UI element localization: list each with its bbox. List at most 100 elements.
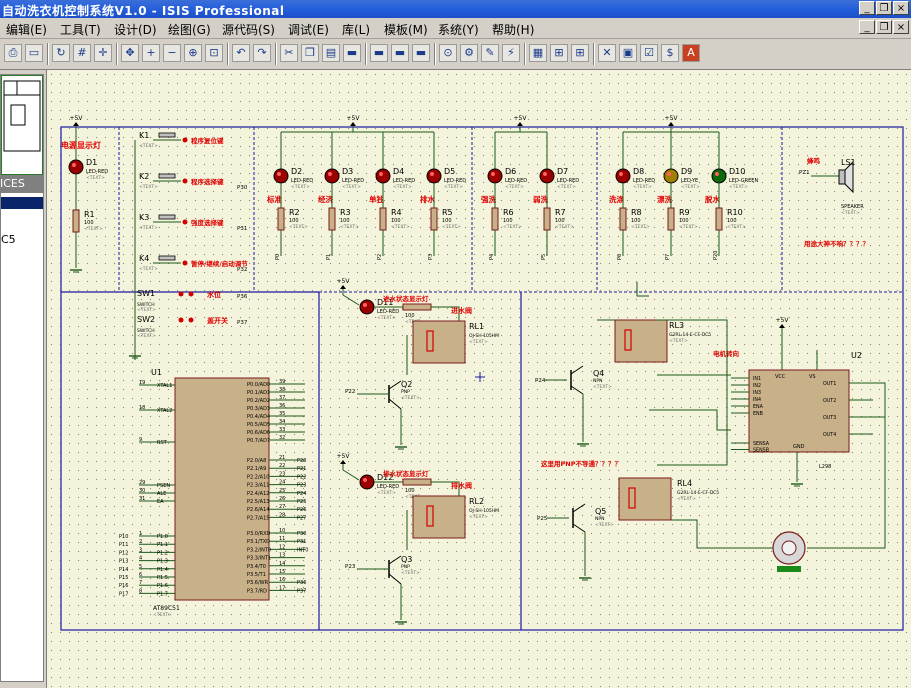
relay-ref: RL3: [669, 321, 684, 330]
relay-ref: RL1: [469, 322, 484, 331]
switch-contact: [188, 317, 194, 323]
cut-icon[interactable]: ✂: [280, 44, 298, 62]
area-icon[interactable]: ▭: [25, 44, 43, 62]
mdi-close-button[interactable]: ×: [893, 20, 909, 34]
paste-icon[interactable]: ▤: [322, 44, 340, 62]
power-label: +5V: [665, 115, 679, 122]
resistor-value: 100: [391, 218, 401, 224]
led-highlight: [72, 163, 76, 167]
menu-debug[interactable]: 调试(E): [288, 23, 329, 37]
net-label: P7: [665, 254, 671, 260]
led-model: LED-RED: [291, 178, 313, 184]
led-highlight: [379, 172, 383, 176]
led-ref: D3: [342, 167, 353, 176]
block-copy-icon[interactable]: ▬: [343, 44, 361, 62]
power-arrow: [517, 122, 523, 126]
net-label: P11: [119, 542, 128, 548]
device-list[interactable]: C5: [0, 192, 44, 682]
zoom-out-icon[interactable]: −: [163, 44, 181, 62]
menu-help[interactable]: 帮助(H): [492, 23, 535, 37]
led-caption: 标准: [266, 194, 282, 204]
mcu-pin-number: 35: [279, 411, 285, 417]
remove-sheet-icon[interactable]: ✕: [598, 44, 616, 62]
device-list-selected-row[interactable]: [1, 197, 43, 209]
overview-window[interactable]: [0, 74, 44, 176]
menu-library[interactable]: 库(L): [342, 23, 371, 37]
mcu-pin-number: 39: [279, 379, 285, 385]
zoom-child-icon[interactable]: ▣: [619, 44, 637, 62]
search-tag-icon[interactable]: ▦: [529, 44, 547, 62]
menu-template[interactable]: 模板(M): [384, 23, 428, 37]
refresh-icon[interactable]: ↻: [52, 44, 70, 62]
mcu-pin-name: P1.0: [157, 534, 168, 540]
decompose-icon[interactable]: ✎: [481, 44, 499, 62]
wire-autorouter-icon[interactable]: ⚡: [502, 44, 520, 62]
wire: [342, 294, 360, 306]
pick-device-icon[interactable]: ⊙: [439, 44, 457, 62]
redo-icon[interactable]: ↷: [253, 44, 271, 62]
block-delete-icon[interactable]: ▬: [412, 44, 430, 62]
device-list-item[interactable]: C5: [1, 233, 16, 246]
transistor-emitter: [570, 385, 584, 395]
block-rotate-icon[interactable]: ▬: [391, 44, 409, 62]
zoom-all-icon[interactable]: ⊕: [184, 44, 202, 62]
led-d4: [375, 168, 391, 184]
driver-pin-name: OUT3: [823, 415, 836, 421]
schematic-drawing: +5V电源显示灯D1LED-RED<TEXT>R1100<TEXT>K1程序复位…: [60, 115, 904, 631]
led-caption: 漂洗: [657, 194, 672, 204]
minimize-button[interactable]: _: [859, 1, 875, 15]
net-label: P20: [297, 458, 306, 464]
mcu-pin-number: 1: [139, 531, 142, 537]
menu-design[interactable]: 设计(D): [114, 23, 157, 37]
led-model: LED-RED: [86, 169, 108, 175]
mdi-minimize-button[interactable]: _: [859, 20, 875, 34]
key-label: 强度选择键: [191, 218, 224, 227]
mcu-pin-name: P1.7: [157, 591, 168, 597]
copy-icon[interactable]: ❐: [301, 44, 319, 62]
menu-system[interactable]: 系统(Y): [438, 23, 479, 37]
restore-button[interactable]: ❐: [876, 1, 892, 15]
switch-model: SWITCH: [137, 328, 155, 334]
zoom-area-icon[interactable]: ⊡: [205, 44, 223, 62]
led-ref: D9: [681, 167, 692, 176]
netlist-icon[interactable]: ☑: [640, 44, 658, 62]
transistor-type: PNP: [401, 564, 410, 570]
bom-icon[interactable]: $: [661, 44, 679, 62]
property-assign-icon[interactable]: ⊞: [550, 44, 568, 62]
new-sheet-icon[interactable]: ⊞: [571, 44, 589, 62]
net-label: P30: [237, 185, 248, 191]
grid-icon[interactable]: #: [73, 44, 91, 62]
transistor-type: NPN: [595, 516, 604, 522]
origin-icon[interactable]: ✛: [94, 44, 112, 62]
make-device-icon[interactable]: ⚙: [460, 44, 478, 62]
mcu-pin-number: 11: [279, 536, 285, 542]
pan-icon[interactable]: ✥: [121, 44, 139, 62]
text-placeholder: <TEXT>: [469, 339, 488, 345]
resistor: [402, 303, 432, 311]
led-d6: [487, 168, 503, 184]
undo-icon[interactable]: ↶: [232, 44, 250, 62]
close-button[interactable]: ×: [893, 1, 909, 15]
menu-source[interactable]: 源代码(S): [222, 23, 275, 37]
text-placeholder: <TEXT>: [442, 224, 461, 230]
toolbar-separator: [275, 43, 277, 65]
menu-tools[interactable]: 工具(T): [60, 23, 101, 37]
ares-icon[interactable]: A: [682, 44, 700, 62]
power-led: [68, 159, 84, 175]
driver-pin-name: ENA: [753, 404, 764, 410]
block-move-icon[interactable]: ▬: [370, 44, 388, 62]
resistor-value: 100: [631, 218, 641, 224]
menu-graph[interactable]: 绘图(G): [168, 23, 211, 37]
menu-edit[interactable]: 编辑(E): [6, 23, 47, 37]
print-icon[interactable]: ⎙: [4, 44, 22, 62]
resistor: [402, 478, 432, 486]
led-ref: D1: [86, 158, 97, 167]
resistor: [667, 207, 675, 231]
zoom-in-icon[interactable]: +: [142, 44, 160, 62]
mcu-pin-name: P0.5/AD5: [247, 422, 270, 428]
toolbar-separator: [593, 43, 595, 65]
mdi-restore-button[interactable]: ❐: [876, 20, 892, 34]
resistor: [715, 207, 723, 231]
mcu-pin-number: 25: [279, 488, 285, 494]
